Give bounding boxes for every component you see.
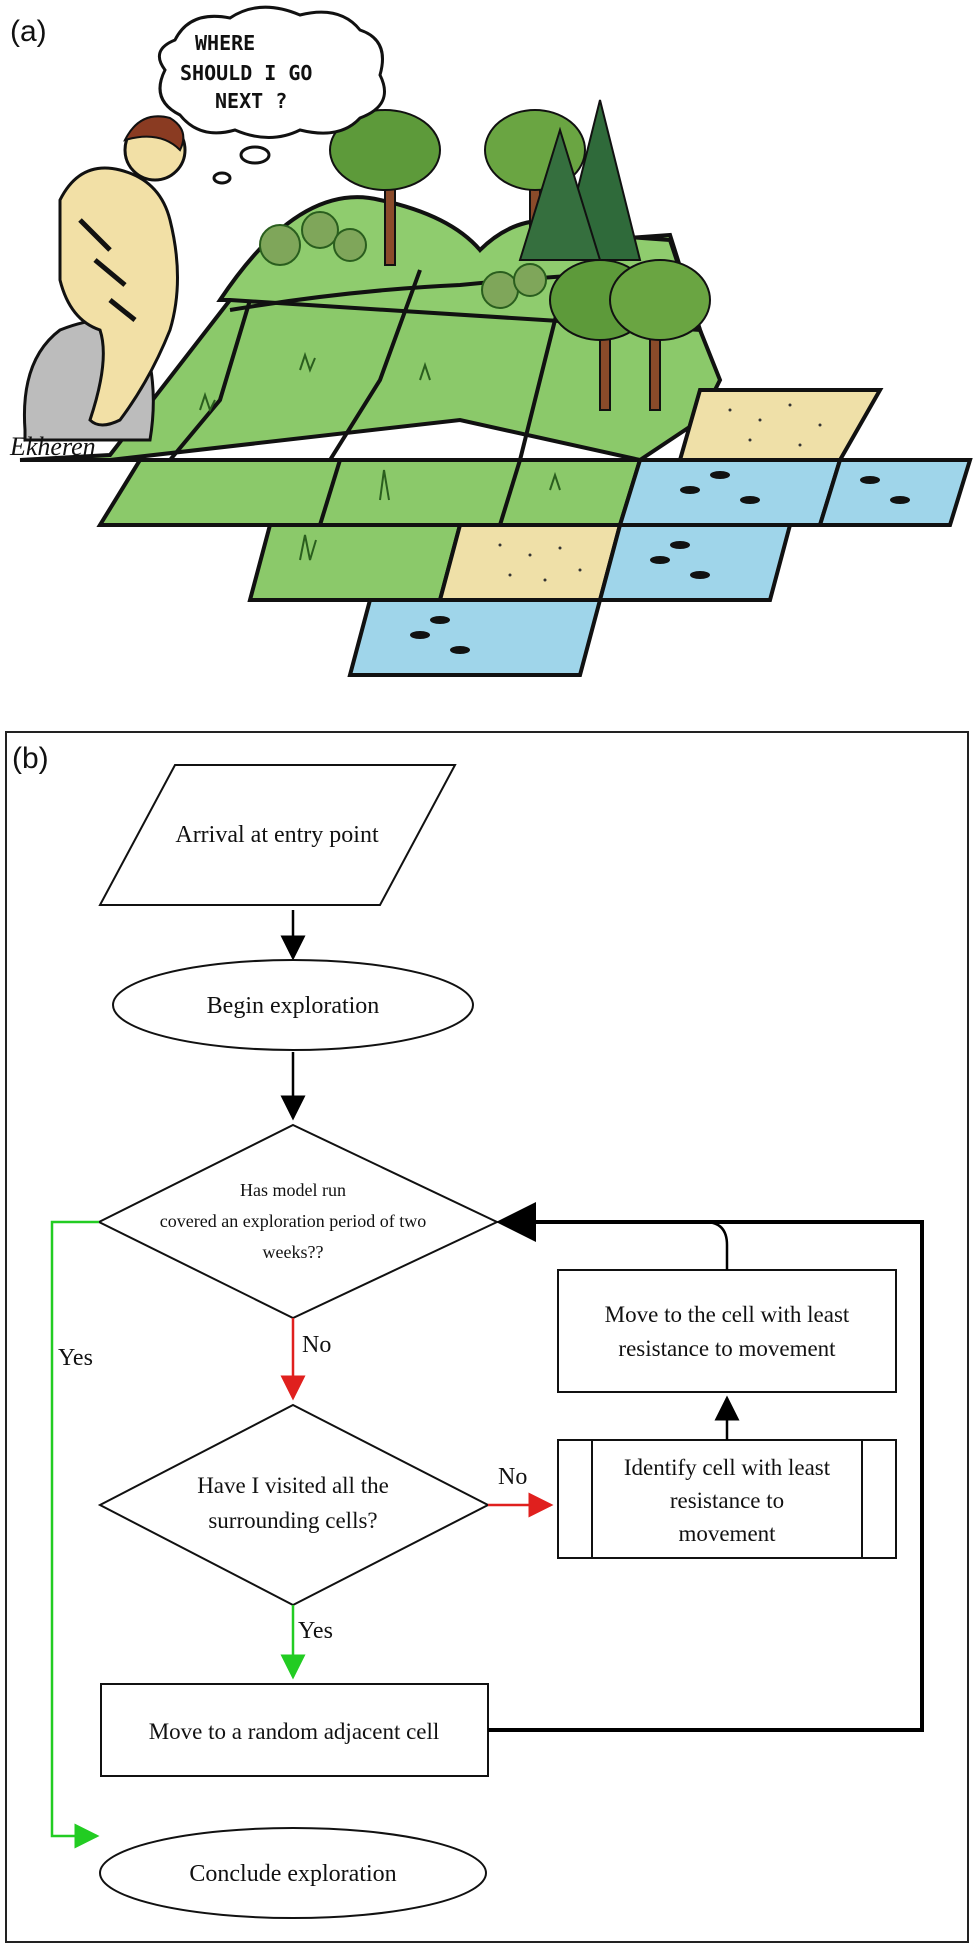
- move-least-line-2: resistance to movement: [618, 1336, 836, 1361]
- panel-b-border: [5, 731, 969, 1943]
- thinker-figure: [22, 115, 187, 442]
- label-visited-no: No: [498, 1464, 527, 1490]
- thought-bubble: WHERE SHOULD I GO NEXT ?: [157, 5, 386, 185]
- panel-a-illustration: Ekheren WHERE SHOULD I GO NEXT ? (a): [0, 0, 975, 700]
- decision-period-line-1: Has model run: [240, 1180, 346, 1200]
- panel-b-label: (b): [12, 742, 49, 775]
- arrow-move-least-loop: [704, 1220, 729, 1270]
- signature: Ekheren: [9, 432, 96, 461]
- arrival-node: [98, 764, 457, 906]
- move-least-node: [557, 1269, 897, 1393]
- conclude-text: Conclude exploration: [189, 1861, 396, 1887]
- move-random-node: [100, 1683, 489, 1777]
- label-period-no: No: [302, 1332, 331, 1358]
- panel-a-label: (a): [10, 15, 47, 48]
- arrow-random-loop: [488, 1202, 924, 1732]
- decision-period-line-2: covered an exploration period of two: [160, 1211, 426, 1231]
- label-visited-yes: Yes: [298, 1618, 333, 1644]
- decision-period-line-3: weeks??: [263, 1242, 324, 1262]
- arrival-text: Arrival at entry point: [175, 822, 379, 848]
- bubble-line-3: NEXT ?: [215, 89, 287, 113]
- decision-visited-line-1: Have I visited all the: [197, 1473, 389, 1498]
- begin-text: Begin exploration: [207, 993, 380, 1019]
- identify-line-1: Identify cell with least: [624, 1455, 831, 1480]
- arrow-period-yes: [50, 1220, 100, 1849]
- identify-line-2: resistance to: [670, 1488, 784, 1513]
- decision-visited-node: [97, 1403, 491, 1607]
- move-least-line-1: Move to the cell with least: [605, 1302, 850, 1327]
- bubble-line-2: SHOULD I GO: [180, 61, 312, 85]
- landscape-illustration: Ekheren WHERE SHOULD I GO NEXT ?: [9, 5, 973, 677]
- identify-line-3: movement: [678, 1521, 776, 1546]
- label-period-yes: Yes: [58, 1345, 93, 1371]
- conclude-node: [99, 1827, 487, 1919]
- begin-node: [112, 959, 474, 1051]
- trees: [329, 99, 711, 411]
- bubble-line-1: WHERE: [195, 31, 255, 55]
- decision-visited-line-2: surrounding cells?: [208, 1508, 377, 1533]
- move-random-text: Move to a random adjacent cell: [149, 1719, 440, 1744]
